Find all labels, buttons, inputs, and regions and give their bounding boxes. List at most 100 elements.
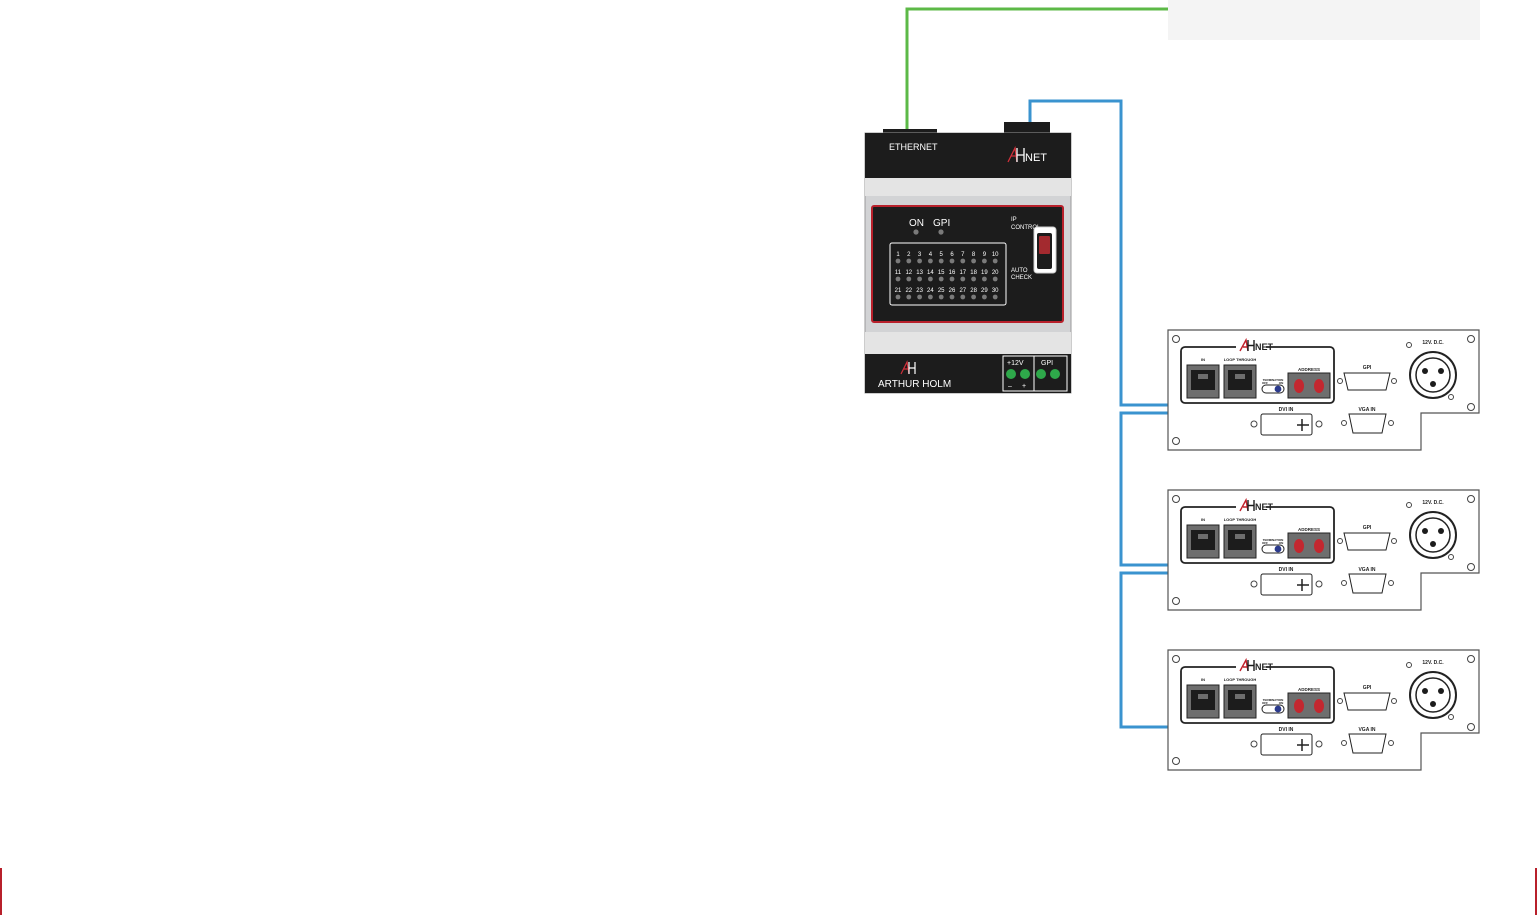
led-icon [982, 294, 987, 300]
ah-logo-icon [1007, 145, 1025, 163]
led-number-label: 4 [929, 252, 933, 258]
led-icon [960, 294, 966, 300]
ethernet-label: ETHERNET [889, 142, 938, 152]
led-icon [949, 258, 955, 264]
led-number-label: 25 [938, 288, 945, 294]
termination-on-label: ON [1279, 701, 1284, 705]
loop-through-label: LOOP THROUGH [1224, 517, 1257, 522]
page-edge-left [0, 868, 2, 915]
led-icon [895, 258, 901, 264]
led-number-label: 23 [916, 288, 923, 294]
panel-brand-net: NET [1255, 662, 1274, 672]
auto-label: AUTO [1011, 268, 1028, 274]
dc-input-label: 12V. D.C. [1422, 340, 1444, 346]
dvi-in-label: DVI IN [1279, 727, 1294, 733]
led-number-label: 9 [983, 252, 987, 258]
in-label: IN [1201, 677, 1205, 682]
led-icon [895, 294, 901, 300]
controller-front-panel [871, 205, 1064, 323]
led-number-label: 20 [992, 270, 999, 276]
led-number-label: 6 [950, 252, 954, 258]
led-icon [971, 294, 976, 300]
led-icon [938, 294, 944, 300]
led-icon [992, 258, 998, 264]
led-icon [917, 294, 922, 300]
led-number-label: 24 [927, 288, 934, 294]
led-number-label: 19 [981, 270, 988, 276]
led-number-label: 30 [992, 288, 999, 294]
led-icon [992, 294, 998, 300]
led-icon [971, 276, 976, 282]
termination-off-label: OFF [1262, 701, 1268, 705]
power-label: +12V [1007, 360, 1024, 367]
led-icon [928, 276, 933, 282]
gpi-led-icon [938, 229, 944, 235]
termination-label: TERMINATION [1263, 538, 1284, 542]
led-icon [992, 276, 998, 282]
ethernet-cable [905, 7, 1168, 130]
led-number-label: 10 [992, 252, 999, 258]
led-number-label: 28 [970, 288, 977, 294]
in-label: IN [1201, 517, 1205, 522]
ip-label: IP [1011, 217, 1017, 223]
ah-logo-icon [900, 360, 916, 375]
led-icon [982, 276, 987, 282]
led-number-label: 3 [918, 252, 922, 258]
led-icon [960, 258, 966, 264]
vga-in-label: VGA IN [1358, 727, 1375, 733]
led-number-label: 15 [938, 270, 945, 276]
gpi-terminal-a-icon [1036, 369, 1046, 379]
controller-ridge [865, 178, 1071, 196]
led-icon [906, 258, 912, 264]
led-number-label: 2 [907, 252, 911, 258]
led-icon [895, 276, 901, 282]
led-icon [938, 276, 944, 282]
panel-brand-net: NET [1255, 342, 1274, 352]
led-icon [949, 294, 955, 300]
gpi-led-label: GPI [933, 218, 950, 229]
minus-label: – [1008, 383, 1012, 390]
loop-through-label: LOOP THROUGH [1224, 677, 1257, 682]
led-icon [971, 258, 976, 264]
led-icon [906, 276, 912, 282]
termination-on-label: ON [1279, 381, 1284, 385]
led-icon [917, 258, 922, 264]
led-number-label: 29 [981, 288, 988, 294]
controller-lower-ridge [865, 332, 1071, 354]
termination-on-label: ON [1279, 541, 1284, 545]
led-icon [949, 276, 955, 282]
terminal-gpi-label: GPI [1041, 360, 1053, 367]
led-icon [960, 276, 966, 282]
led-number-label: 21 [895, 288, 902, 294]
check-label: CHECK [1011, 275, 1032, 281]
vga-in-label: VGA IN [1358, 407, 1375, 413]
panel-brand-net: NET [1255, 502, 1274, 512]
top-shade [1168, 0, 1480, 40]
vga-in-label: VGA IN [1358, 567, 1375, 573]
led-number-label: 11 [895, 270, 902, 276]
termination-off-label: OFF [1262, 541, 1268, 545]
led-number-label: 16 [949, 270, 956, 276]
dc-input-label: 12V. D.C. [1422, 660, 1444, 666]
control-label: CONTROL [1011, 225, 1041, 231]
switch-lever [1039, 236, 1050, 254]
termination-label: TERMINATION [1263, 698, 1284, 702]
led-number-label: 18 [970, 270, 977, 276]
led-icon [917, 276, 922, 282]
led-number-label: 27 [959, 288, 966, 294]
ahnet-controller: ETHERNET NET ON ON GPI IP CONTROL 123456… [864, 122, 1072, 394]
plus-label: + [1022, 383, 1026, 390]
gpi-terminal-b-icon [1050, 369, 1060, 379]
gpi-label: GPI [1363, 685, 1372, 691]
led-icon [906, 294, 912, 300]
maker-label: ARTHUR HOLM [878, 379, 951, 390]
gpi-label: GPI [1363, 365, 1372, 371]
on-led-icon [913, 229, 919, 235]
address-label: ADDRESS [1298, 367, 1320, 372]
controller-top-band [865, 133, 1071, 178]
